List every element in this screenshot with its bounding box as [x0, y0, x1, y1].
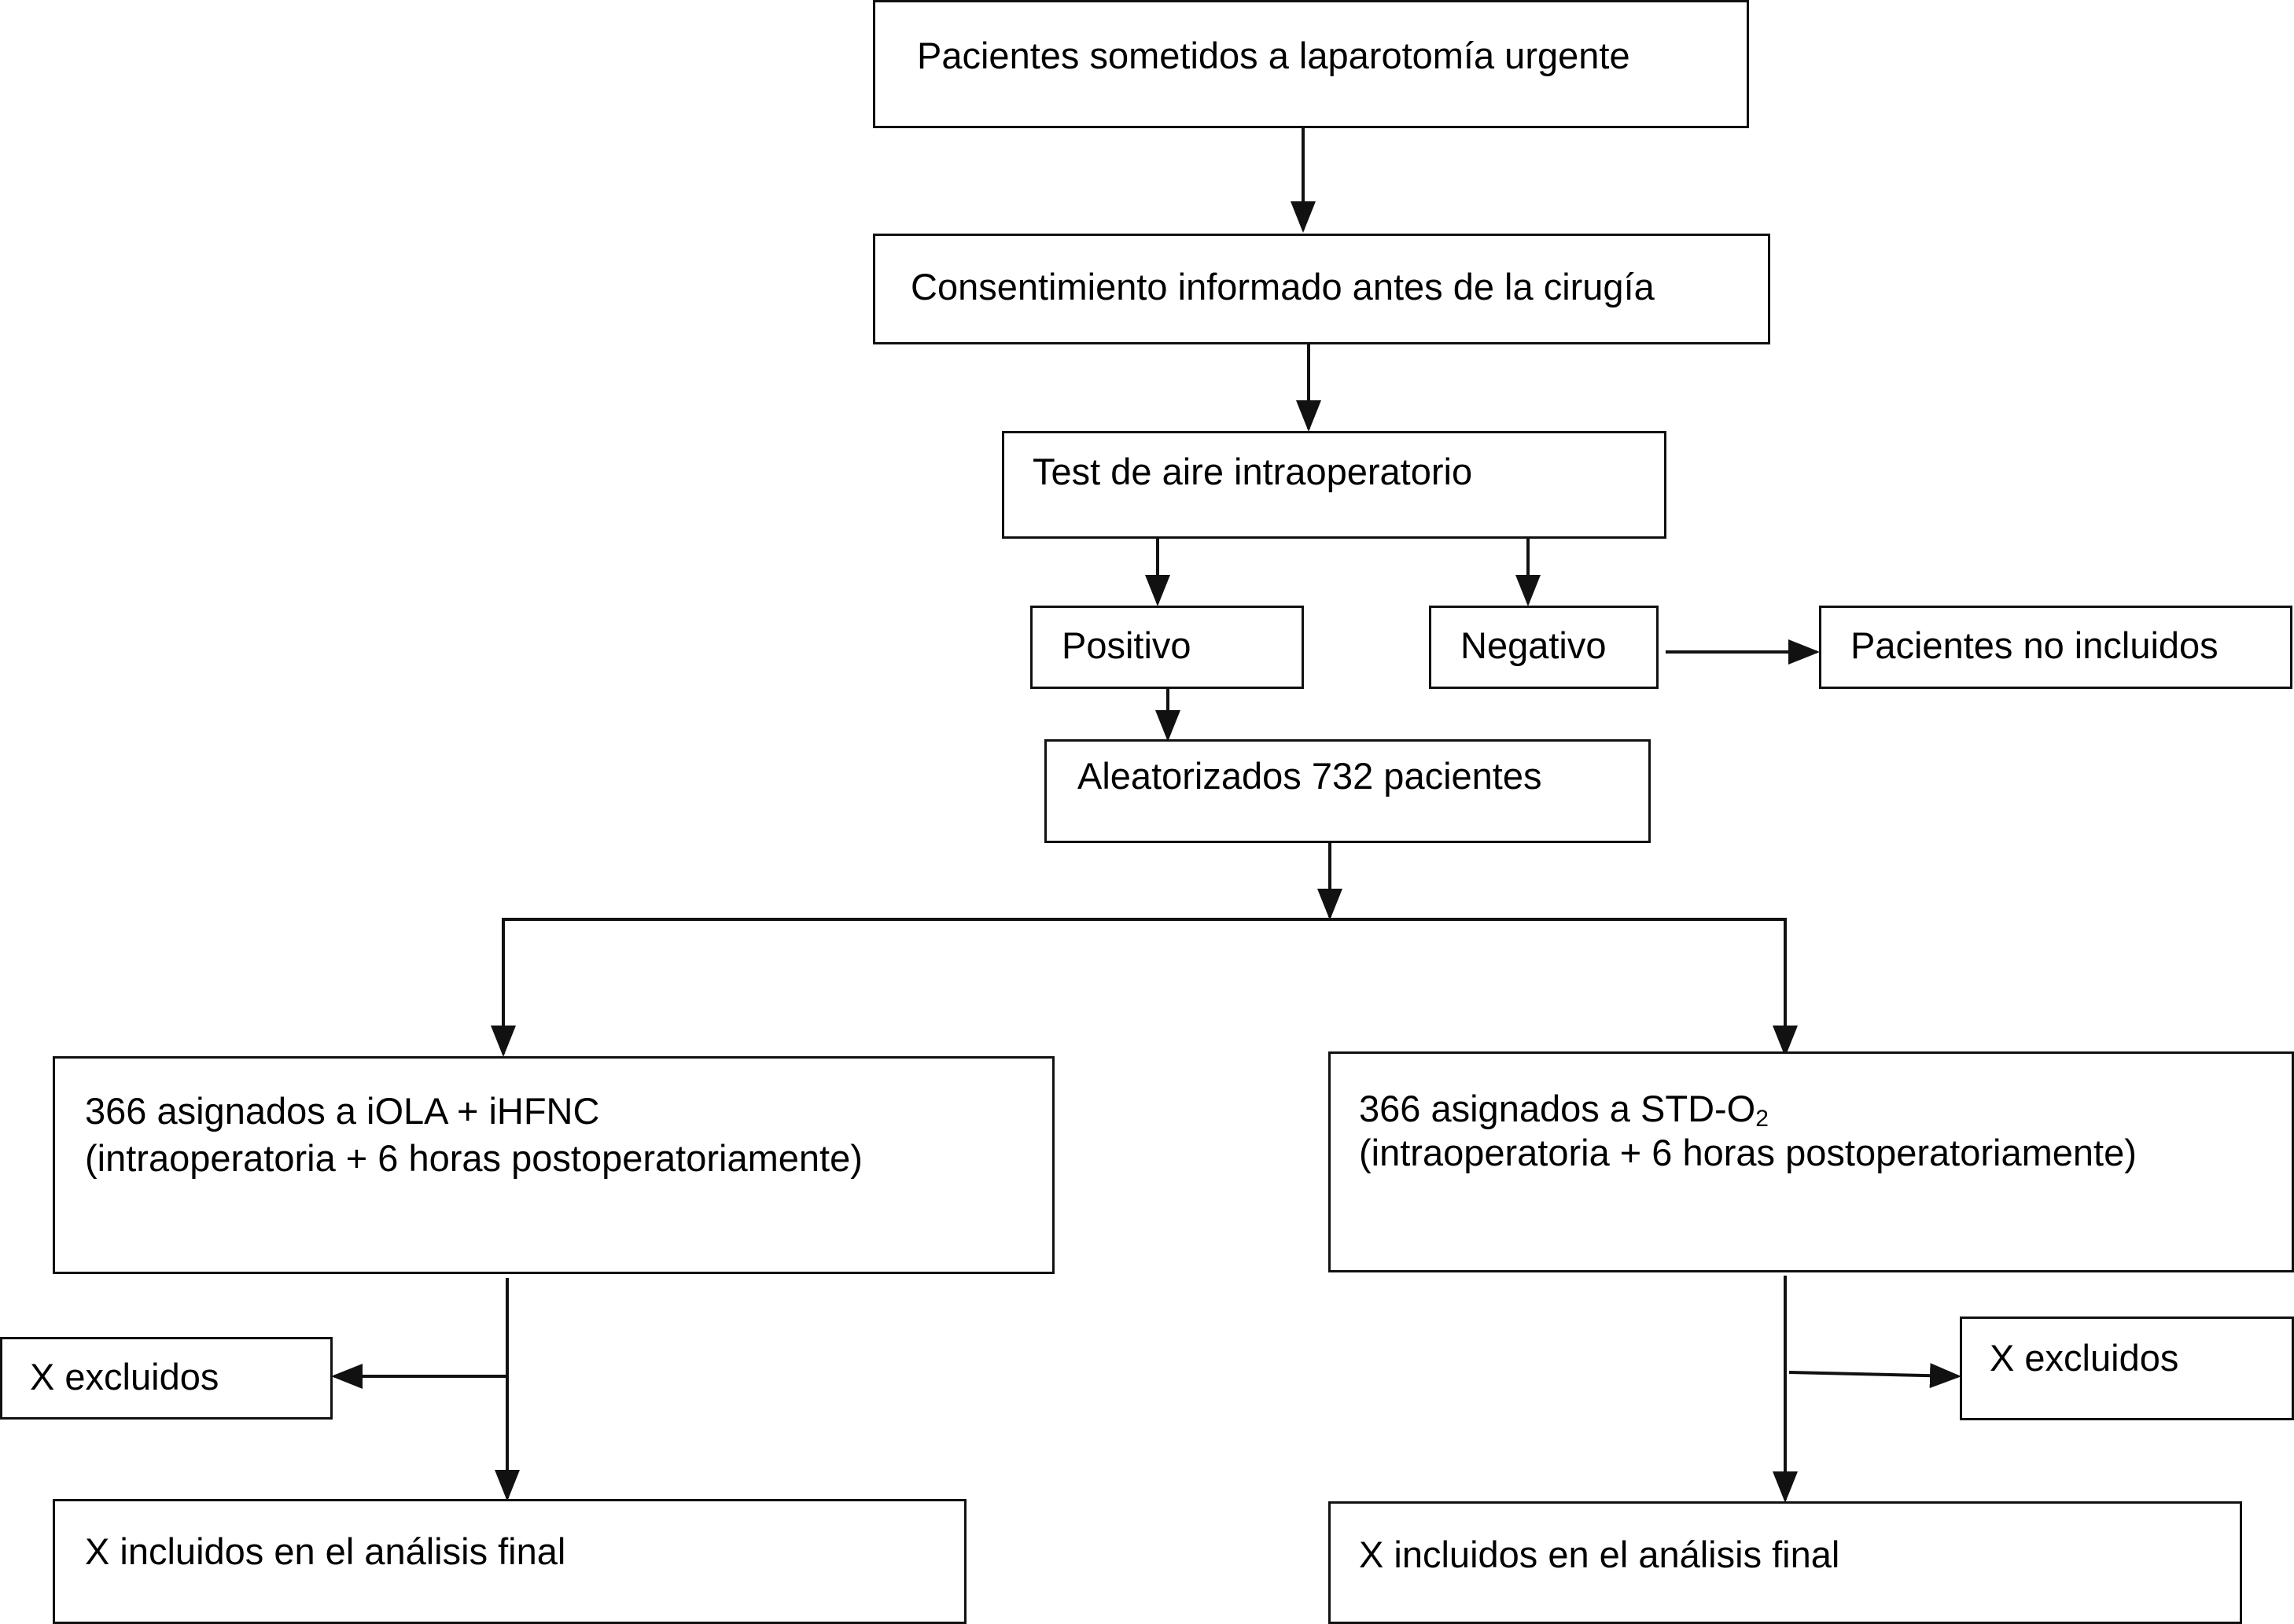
label-not-included: Pacientes no incluidos [1850, 624, 2219, 666]
label-arm-std-subscript: 2 [1755, 1106, 1769, 1132]
label-randomized: Aleatorizados 732 pacientes [1077, 755, 1542, 797]
box-excluded-right [1960, 1317, 2294, 1420]
label-excluded-right: X excluidos [1990, 1337, 2179, 1379]
box-final-left [53, 1499, 967, 1624]
box-final-right [1328, 1501, 2242, 1624]
box-arm-iola [53, 1056, 1055, 1274]
box-air-test [1002, 431, 1666, 539]
label-air-test: Test de aire intraoperatorio [1033, 451, 1473, 492]
split-line-left [491, 918, 1330, 1057]
label-start: Pacientes sometidos a laparotomía urgent… [917, 35, 1630, 76]
label-arm-std-line2: (intraoperatoria + 6 horas postoperatori… [1359, 1132, 2137, 1173]
label-arm-iola-line1: 366 asignados a iOLA + iHFNC [85, 1090, 600, 1132]
box-arm-std [1328, 1051, 2294, 1272]
box-randomized [1044, 739, 1651, 843]
label-consent: Consentimiento informado antes de la cir… [911, 266, 1655, 307]
label-positive: Positivo [1062, 624, 1191, 666]
box-not-included [1819, 606, 2292, 689]
label-final-right: X incluidos en el análisis final [1359, 1534, 1840, 1575]
box-start [873, 0, 1749, 128]
label-final-left: X incluidos en el análisis final [85, 1530, 566, 1572]
box-positive [1030, 606, 1304, 689]
arrow-std-to-excluded [1788, 1363, 1961, 1389]
box-consent [873, 234, 1770, 344]
label-excluded-left: X excluidos [30, 1356, 219, 1398]
box-negative [1429, 606, 1659, 689]
label-negative: Negativo [1460, 624, 1607, 666]
split-line-right [1040, 918, 1798, 1057]
label-arm-std-line1: 366 asignados a STD-O2 [1359, 1086, 1769, 1142]
label-arm-iola-line2: (intraoperatoria + 6 horas postoperatori… [85, 1137, 863, 1179]
label-arm-std-line1-text: 366 asignados a STD-O [1359, 1088, 1756, 1129]
box-excluded-left [0, 1337, 333, 1420]
